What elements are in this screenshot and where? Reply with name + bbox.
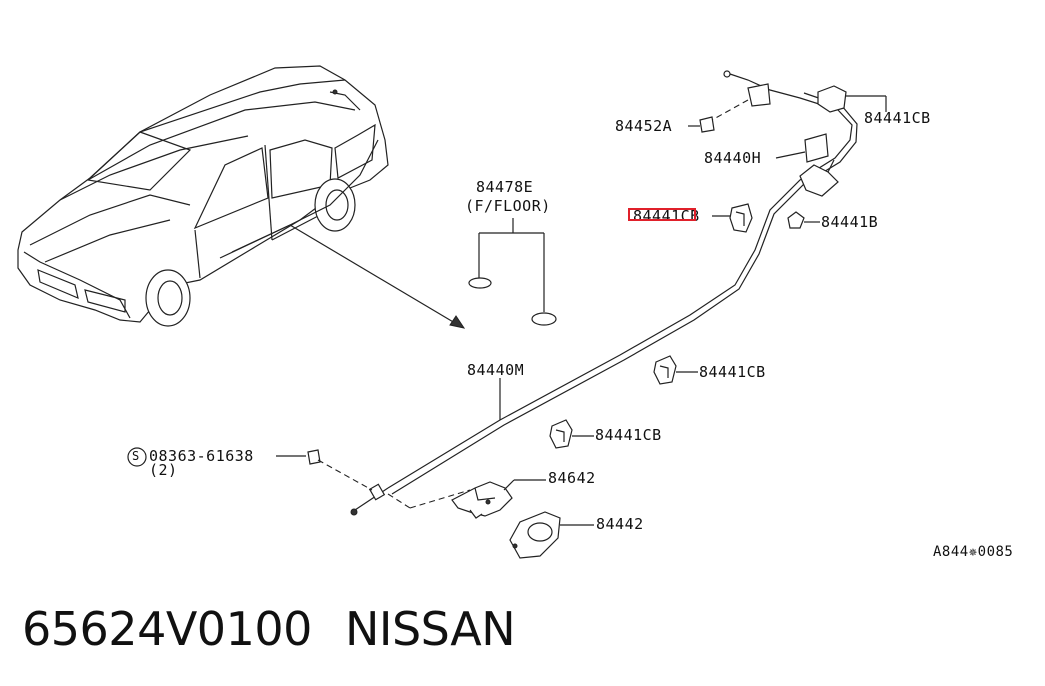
screw-symbol: S [132,449,140,463]
label-84478E: 84478E [476,178,534,196]
pointer-arrow [289,224,466,329]
part-number: 65624V0100 [22,602,312,656]
label-84440M: 84440M [467,361,525,379]
screw-symbol-circle [127,447,147,467]
label-clip-mid-1: 84441CB [699,363,766,381]
screw [276,449,373,491]
main-cable [350,70,858,516]
label-floor-note: (F/FLOOR) [465,197,551,215]
bracket [775,133,839,197]
floor-grommets [468,218,557,326]
label-84452A: 84452A [615,117,673,135]
label-clip-top-right: 84441CB [864,109,931,127]
clip-mid-2 [549,419,594,449]
lever [387,479,546,519]
brand-name: NISSAN [345,602,516,656]
label-screw-code: 08363-61638 [149,447,254,465]
label-clip-mid-2: 84441CB [595,426,662,444]
label-84441B: 84441B [821,213,879,231]
label-84442: 84442 [596,515,644,533]
lever-base [509,511,594,559]
label-84440H: 84440H [704,149,762,167]
label-screw-qty: (2) [149,461,178,479]
clip-mid-1 [653,355,698,385]
car-illustration [17,65,389,327]
figure-code: A844✵0085 [933,544,1014,560]
clip-b [787,211,820,229]
top-clamp [688,83,771,133]
clip-highlighted [712,203,753,233]
highlight-box [628,208,696,221]
clip-top-right [817,85,887,113]
label-84642: 84642 [548,469,596,487]
